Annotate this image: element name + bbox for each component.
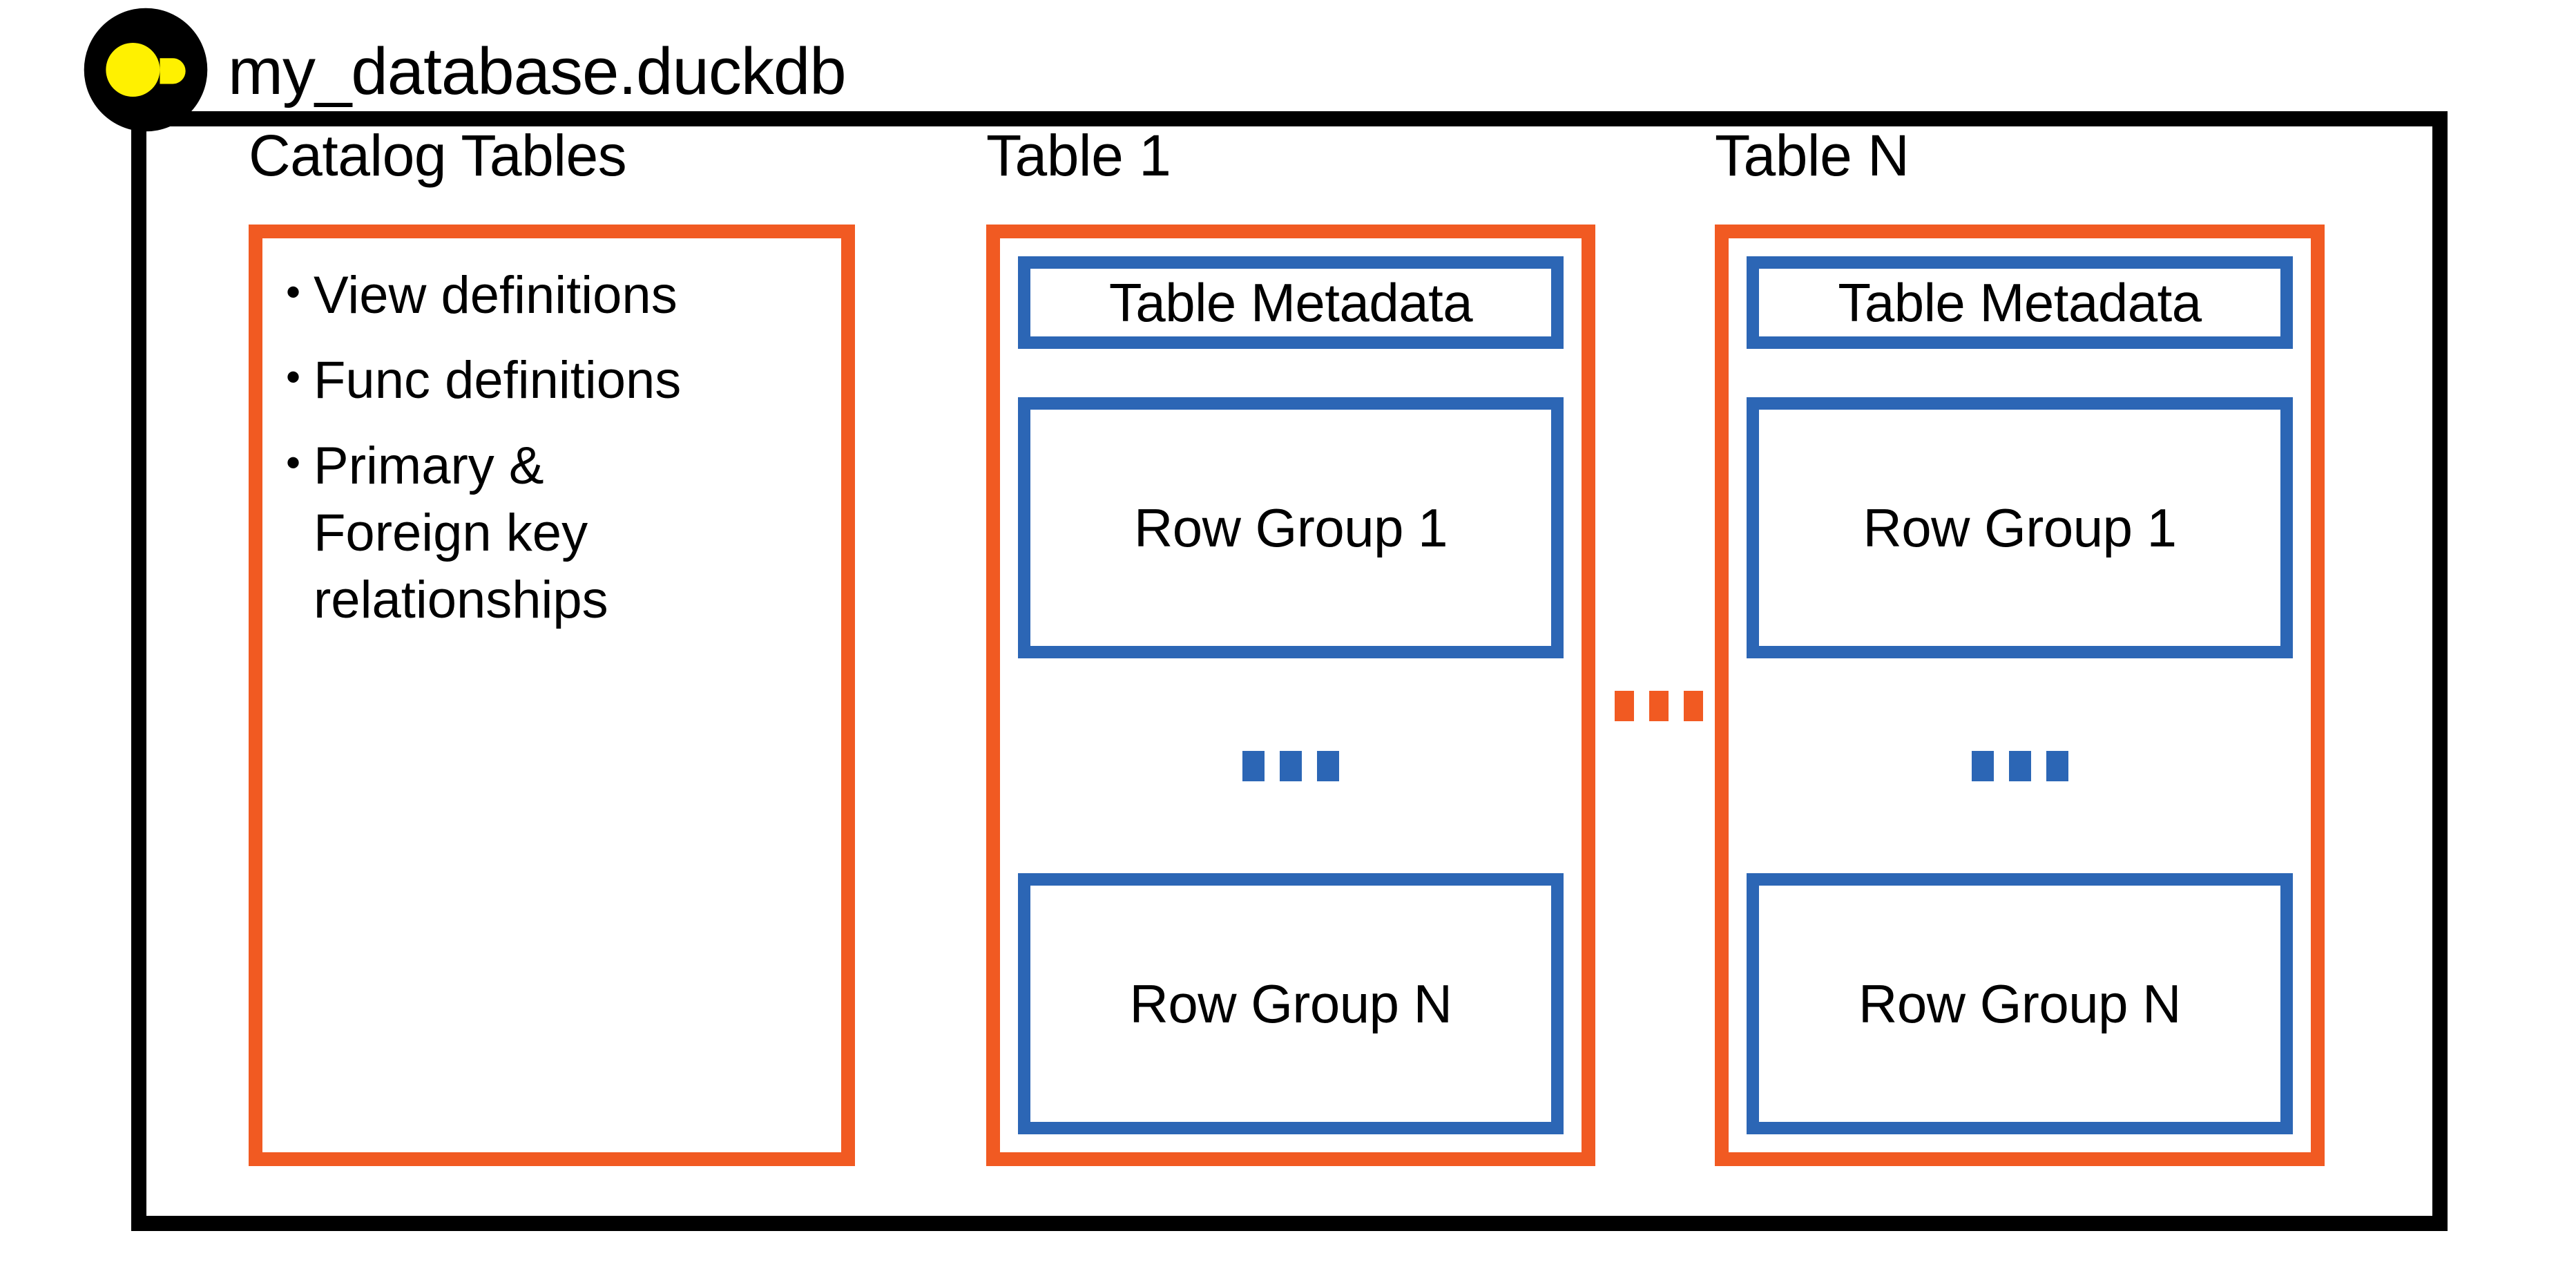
table-n-row-group-first: Row Group 1 bbox=[1747, 397, 2293, 658]
ellipsis-dot-icon bbox=[1684, 691, 1703, 721]
ellipsis-dot-icon bbox=[1649, 691, 1669, 721]
catalog-tables-title: Catalog Tables bbox=[249, 123, 627, 188]
bullet-dot-icon: • bbox=[286, 269, 301, 315]
database-file-header: my_database.duckdb bbox=[81, 6, 847, 134]
table-n-row-group-last: Row Group N bbox=[1747, 873, 2293, 1134]
table-n-row-group-last-label: Row Group N bbox=[1858, 973, 2182, 1034]
table-1-row-group-last-label: Row Group N bbox=[1129, 973, 1453, 1034]
spacer bbox=[1747, 349, 2293, 397]
table-n-stack: Table Metadata Row Group 1 Row Group N bbox=[1747, 256, 2293, 1134]
table-n-row-groups-ellipsis bbox=[1747, 658, 2293, 873]
table-n-metadata-label: Table Metadata bbox=[1838, 272, 2202, 333]
bullet-dot-icon: • bbox=[286, 354, 301, 401]
table-1-metadata-box: Table Metadata bbox=[1018, 256, 1564, 349]
list-item: • View definitions bbox=[286, 262, 820, 329]
table-1-row-group-first-label: Row Group 1 bbox=[1133, 497, 1448, 558]
catalog-bullet-list: • View definitions • Func definitions • … bbox=[286, 262, 820, 633]
table-1-metadata-label: Table Metadata bbox=[1108, 272, 1473, 333]
table-1-title: Table 1 bbox=[986, 123, 1171, 188]
table-1-row-group-first: Row Group 1 bbox=[1018, 397, 1564, 658]
tables-separator-ellipsis bbox=[1615, 685, 1703, 727]
catalog-bullet-label: Func definitions bbox=[314, 351, 682, 410]
ellipsis-dot-icon bbox=[1242, 750, 1265, 781]
ellipsis-dot-icon bbox=[1317, 750, 1339, 781]
table-n-title: Table N bbox=[1715, 123, 1910, 188]
table-1-box: Table Metadata Row Group 1 Row Group N bbox=[986, 225, 1595, 1166]
ellipsis-dot-icon bbox=[1280, 750, 1302, 781]
database-contents: Catalog Tables • View definitions • Func… bbox=[0, 111, 2576, 1231]
table-n-box: Table Metadata Row Group 1 Row Group N bbox=[1715, 225, 2325, 1166]
catalog-bullet-label: Primary & Foreign key relationships bbox=[314, 436, 608, 630]
table-1-stack: Table Metadata Row Group 1 Row Group N bbox=[1018, 256, 1564, 1134]
spacer bbox=[1018, 349, 1564, 397]
duckdb-logo-icon bbox=[81, 6, 210, 134]
bullet-dot-icon: • bbox=[286, 439, 301, 486]
ellipsis-dot-icon bbox=[2008, 750, 2031, 781]
list-item: • Func definitions bbox=[286, 347, 820, 414]
database-file-name: my_database.duckdb bbox=[228, 35, 847, 108]
ellipsis-dot-icon bbox=[1615, 691, 1634, 721]
table-1-row-group-last: Row Group N bbox=[1018, 873, 1564, 1134]
ellipsis-dot-icon bbox=[2046, 750, 2068, 781]
table-n-metadata-box: Table Metadata bbox=[1747, 256, 2293, 349]
list-item: • Primary & Foreign key relationships bbox=[286, 432, 820, 634]
table-n-row-group-first-label: Row Group 1 bbox=[1863, 497, 2177, 558]
table-1-row-groups-ellipsis bbox=[1018, 658, 1564, 873]
ellipsis-dot-icon bbox=[1971, 750, 1994, 781]
catalog-tables-box: • View definitions • Func definitions • … bbox=[249, 225, 855, 1166]
catalog-bullet-label: View definitions bbox=[314, 266, 677, 325]
